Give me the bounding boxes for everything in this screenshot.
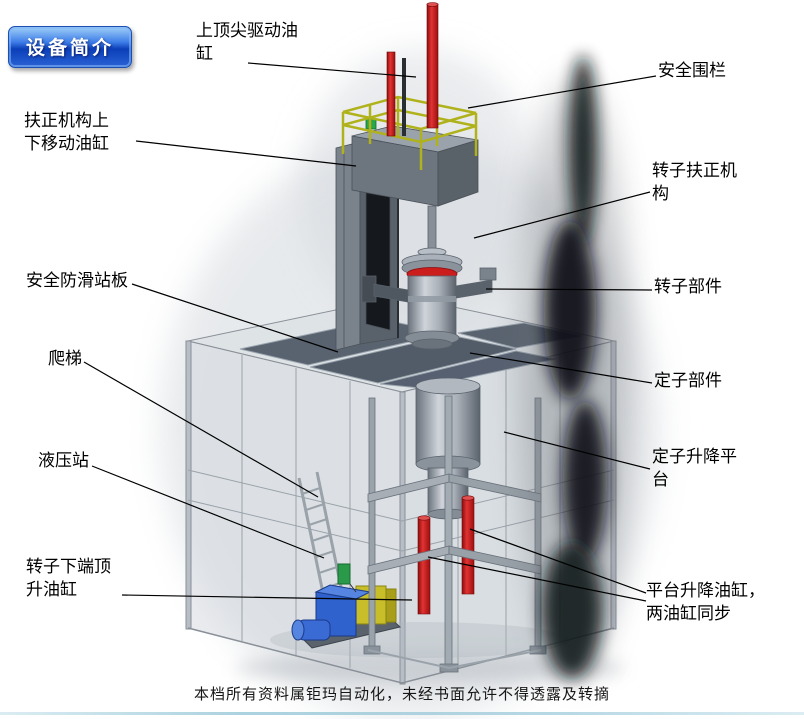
bottom-rule xyxy=(0,712,804,715)
leader-stator-component xyxy=(469,352,653,384)
callout-top-spindle-drive-cylinder: 上顶尖驱动油 缸 xyxy=(196,21,298,63)
callout-rotor-bottom-jackup-cylinder: 转子下端顶 升油缸 xyxy=(26,557,111,599)
callout-hydraulic-station: 液压站 xyxy=(38,451,89,470)
leader-stator-lift-platform xyxy=(503,431,651,470)
leader-safety-fence xyxy=(467,75,657,109)
leader-anti-slip-standing-plate xyxy=(131,283,339,353)
lift-cylinders xyxy=(417,495,475,615)
callout-platform-lift-cylinders: 平台升降油缸， 两油缸同步 xyxy=(646,581,765,623)
callout-rotor-centering-mechanism: 转子扶正机 构 xyxy=(652,161,737,203)
callout-stator-lift-platform: 定子升降平 台 xyxy=(652,447,737,489)
leader-rotor-bottom-jackup xyxy=(121,594,413,601)
callout-anti-slip-standing-plate: 安全防滑站板 xyxy=(26,271,128,290)
ground-shadow xyxy=(235,652,625,684)
ink-smudge xyxy=(520,55,630,680)
leader-rotor-centering-mechanism xyxy=(473,191,651,239)
callout-stator-component: 定子部件 xyxy=(654,371,722,390)
callout-ladder: 爬梯 xyxy=(48,349,82,368)
leader-top-spindle-drive-cylinder xyxy=(247,62,417,78)
leader-ladder xyxy=(83,361,319,498)
confidentiality-notice: 本档所有资料属钜玛自动化，未经书面允许不得透露及转摘 xyxy=(193,687,610,703)
rotor-assembly xyxy=(361,205,497,350)
callout-centering-updown-cylinder: 扶正机构上 下移动油缸 xyxy=(24,111,109,153)
leader-lines xyxy=(83,62,657,602)
leader-platform-lift-cyl-1 xyxy=(469,528,647,594)
leader-centering-updown-cylinder xyxy=(135,140,357,167)
title-badge: 设备简介 xyxy=(8,26,133,68)
callout-rotor-component: 转子部件 xyxy=(654,277,722,296)
leader-rotor-component xyxy=(485,288,653,291)
leader-hydraulic-station xyxy=(91,465,325,559)
top-cylinder-rod xyxy=(386,2,439,137)
leader-platform-lift-cyl-2 xyxy=(427,556,647,602)
callout-safety-fence: 安全围栏 xyxy=(658,61,726,80)
